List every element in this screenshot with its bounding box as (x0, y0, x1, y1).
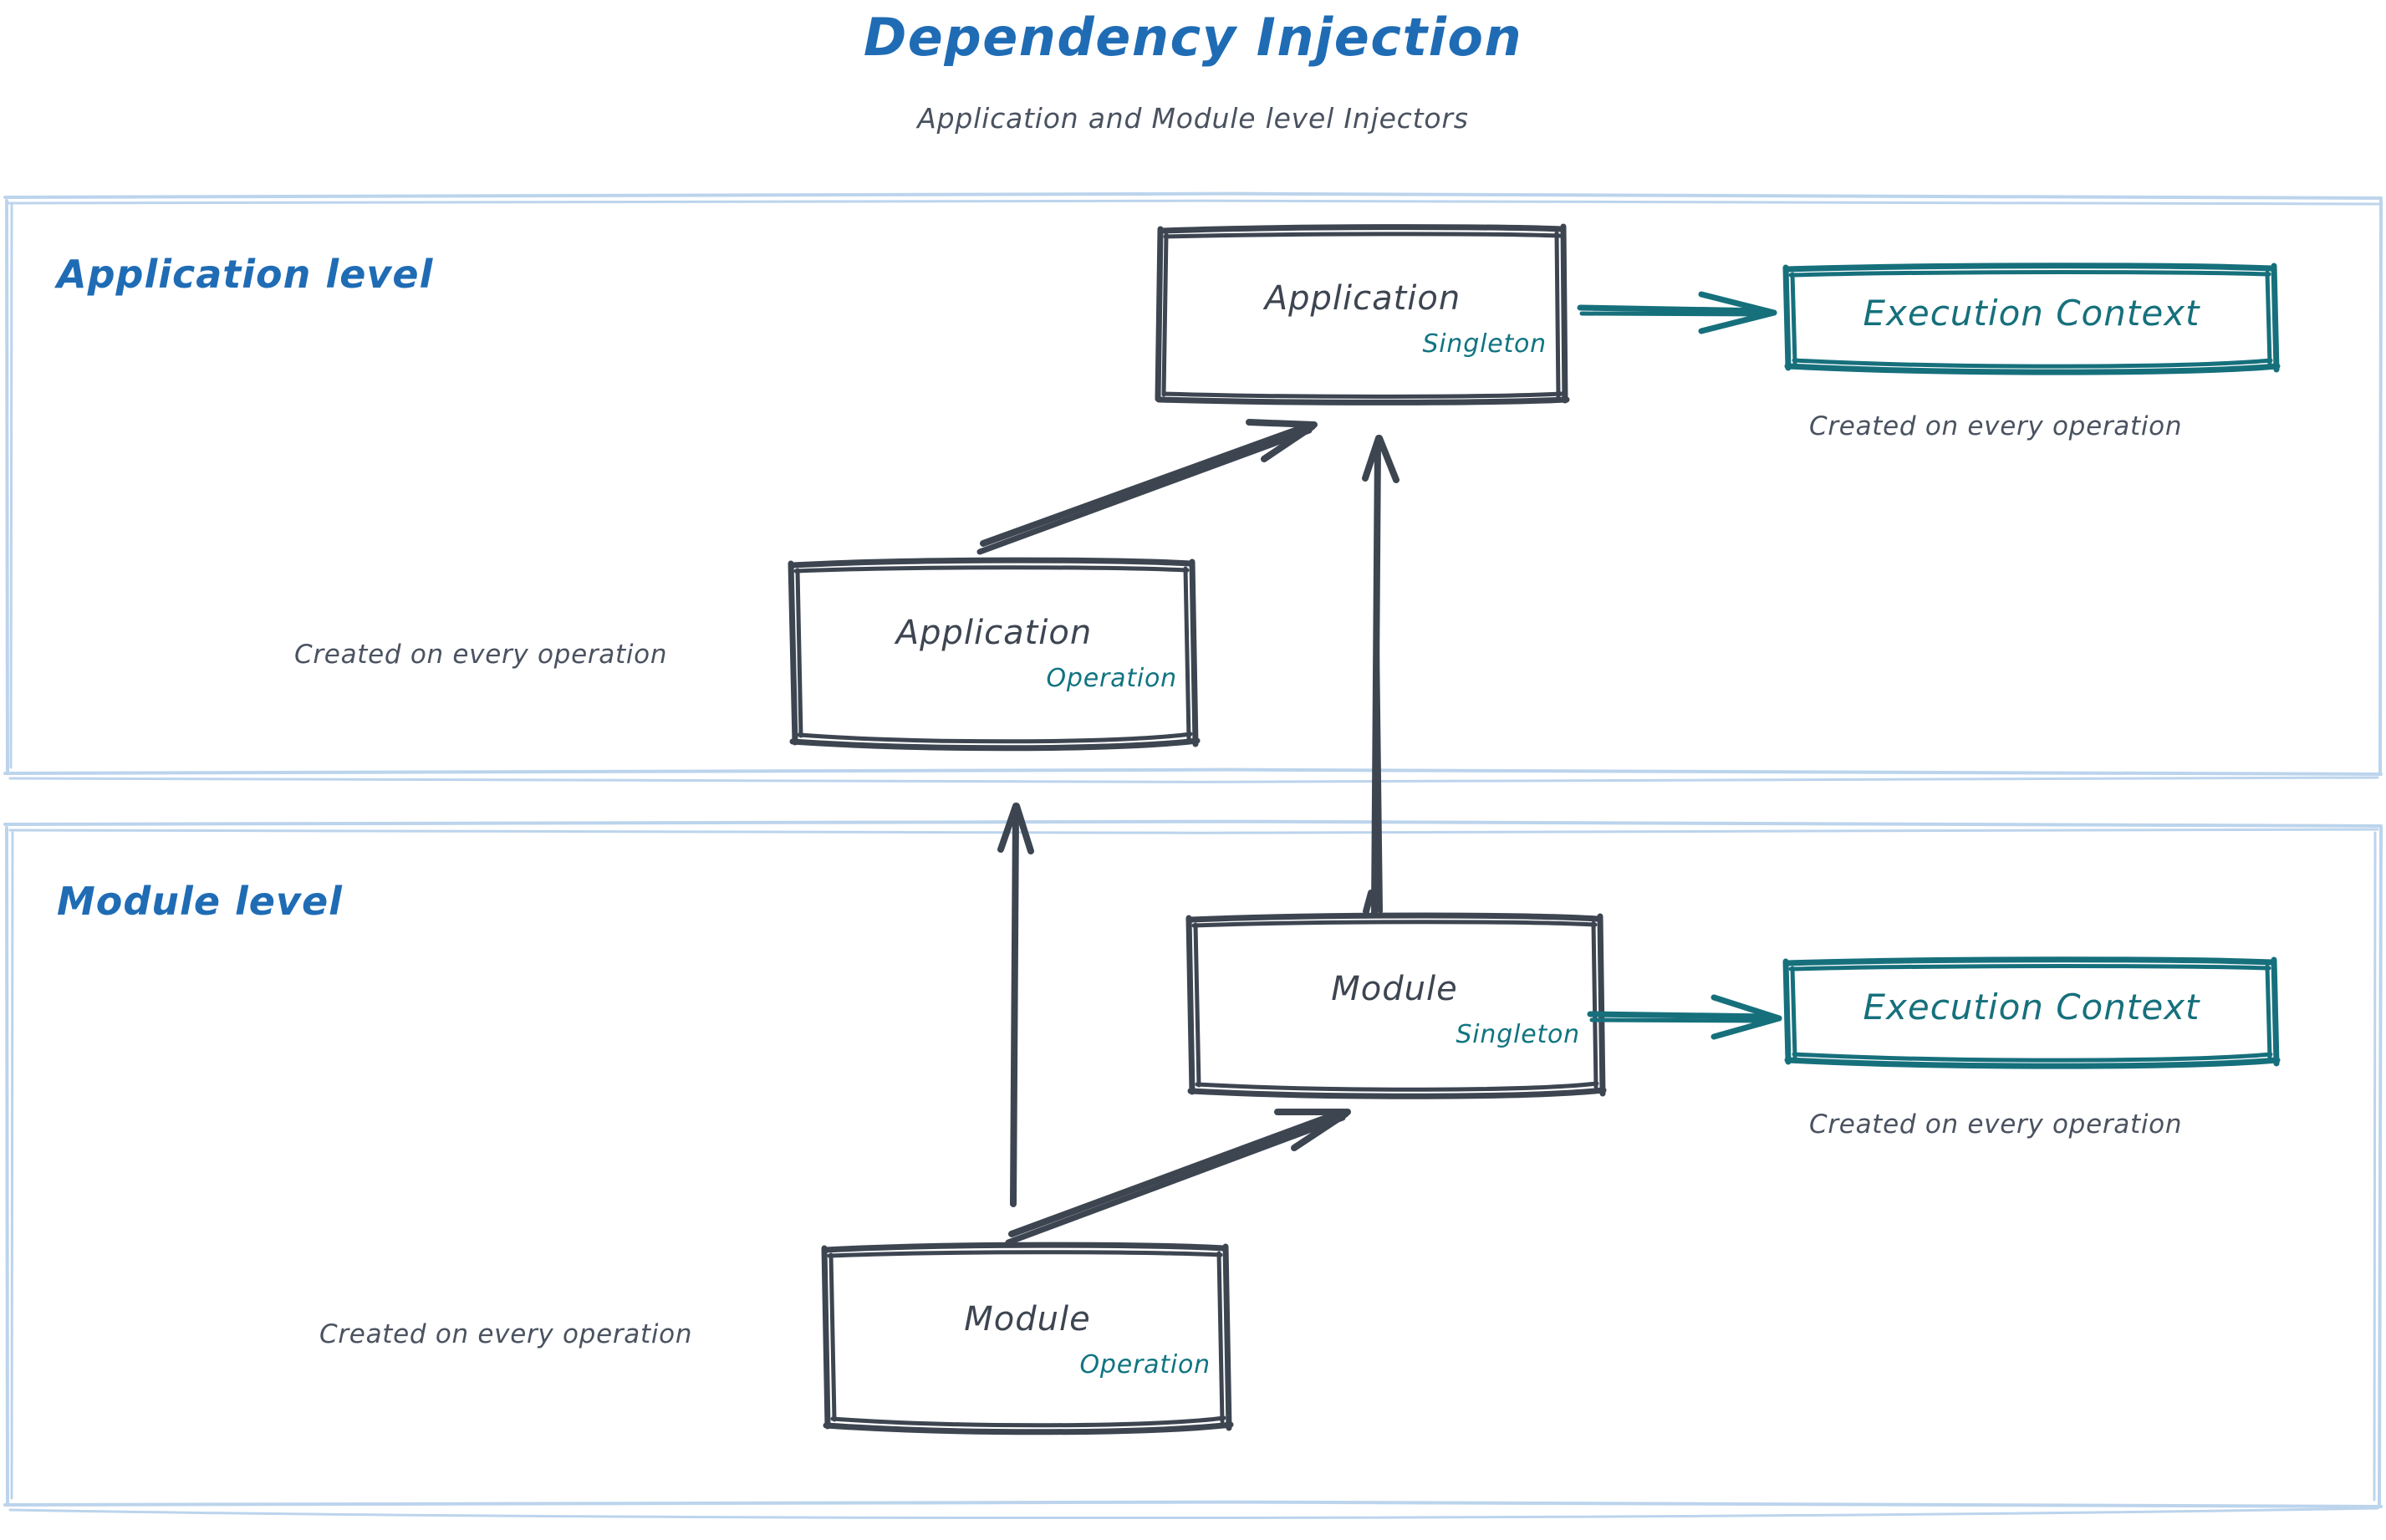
node-module-singleton[interactable]: Module Singleton (1189, 916, 1600, 1094)
node-execution-context-application[interactable]: Execution Context (1786, 266, 2277, 370)
section-label-application-level: Application level (57, 252, 434, 297)
node-execution-context-module[interactable]: Execution Context (1786, 960, 2277, 1063)
caption-execution-context-application: Created on every operation (1809, 411, 2183, 441)
application-level-section: Application level (7, 197, 2381, 776)
page-subtitle: Application and Module level Injectors (917, 102, 1469, 135)
node-application-singleton-title: Application (1264, 279, 1461, 318)
node-module-operation-scope: Operation (1079, 1350, 1211, 1379)
node-execution-context-module-title: Execution Context (1863, 987, 2200, 1028)
node-execution-context-application-title: Execution Context (1863, 293, 2200, 334)
node-application-singleton[interactable]: Application Singleton (1159, 227, 1567, 403)
node-application-singleton-scope: Singleton (1422, 329, 1547, 359)
node-application-operation[interactable]: Application Operation (791, 562, 1197, 746)
node-module-operation[interactable]: Module Operation (824, 1247, 1231, 1429)
node-module-operation-title: Module (964, 1300, 1091, 1339)
caption-module-operation: Created on every operation (319, 1319, 693, 1349)
section-label-module-level: Module level (57, 879, 343, 924)
module-level-section: Module level (7, 824, 2381, 1507)
node-application-operation-scope: Operation (1046, 664, 1177, 693)
node-module-singleton-scope: Singleton (1456, 1020, 1580, 1049)
page-title: Dependency Injection (863, 7, 1523, 68)
node-module-singleton-title: Module (1331, 970, 1458, 1008)
caption-application-operation: Created on every operation (294, 640, 668, 670)
node-application-operation-title: Application (895, 614, 1093, 652)
caption-execution-context-module: Created on every operation (1809, 1109, 2183, 1140)
